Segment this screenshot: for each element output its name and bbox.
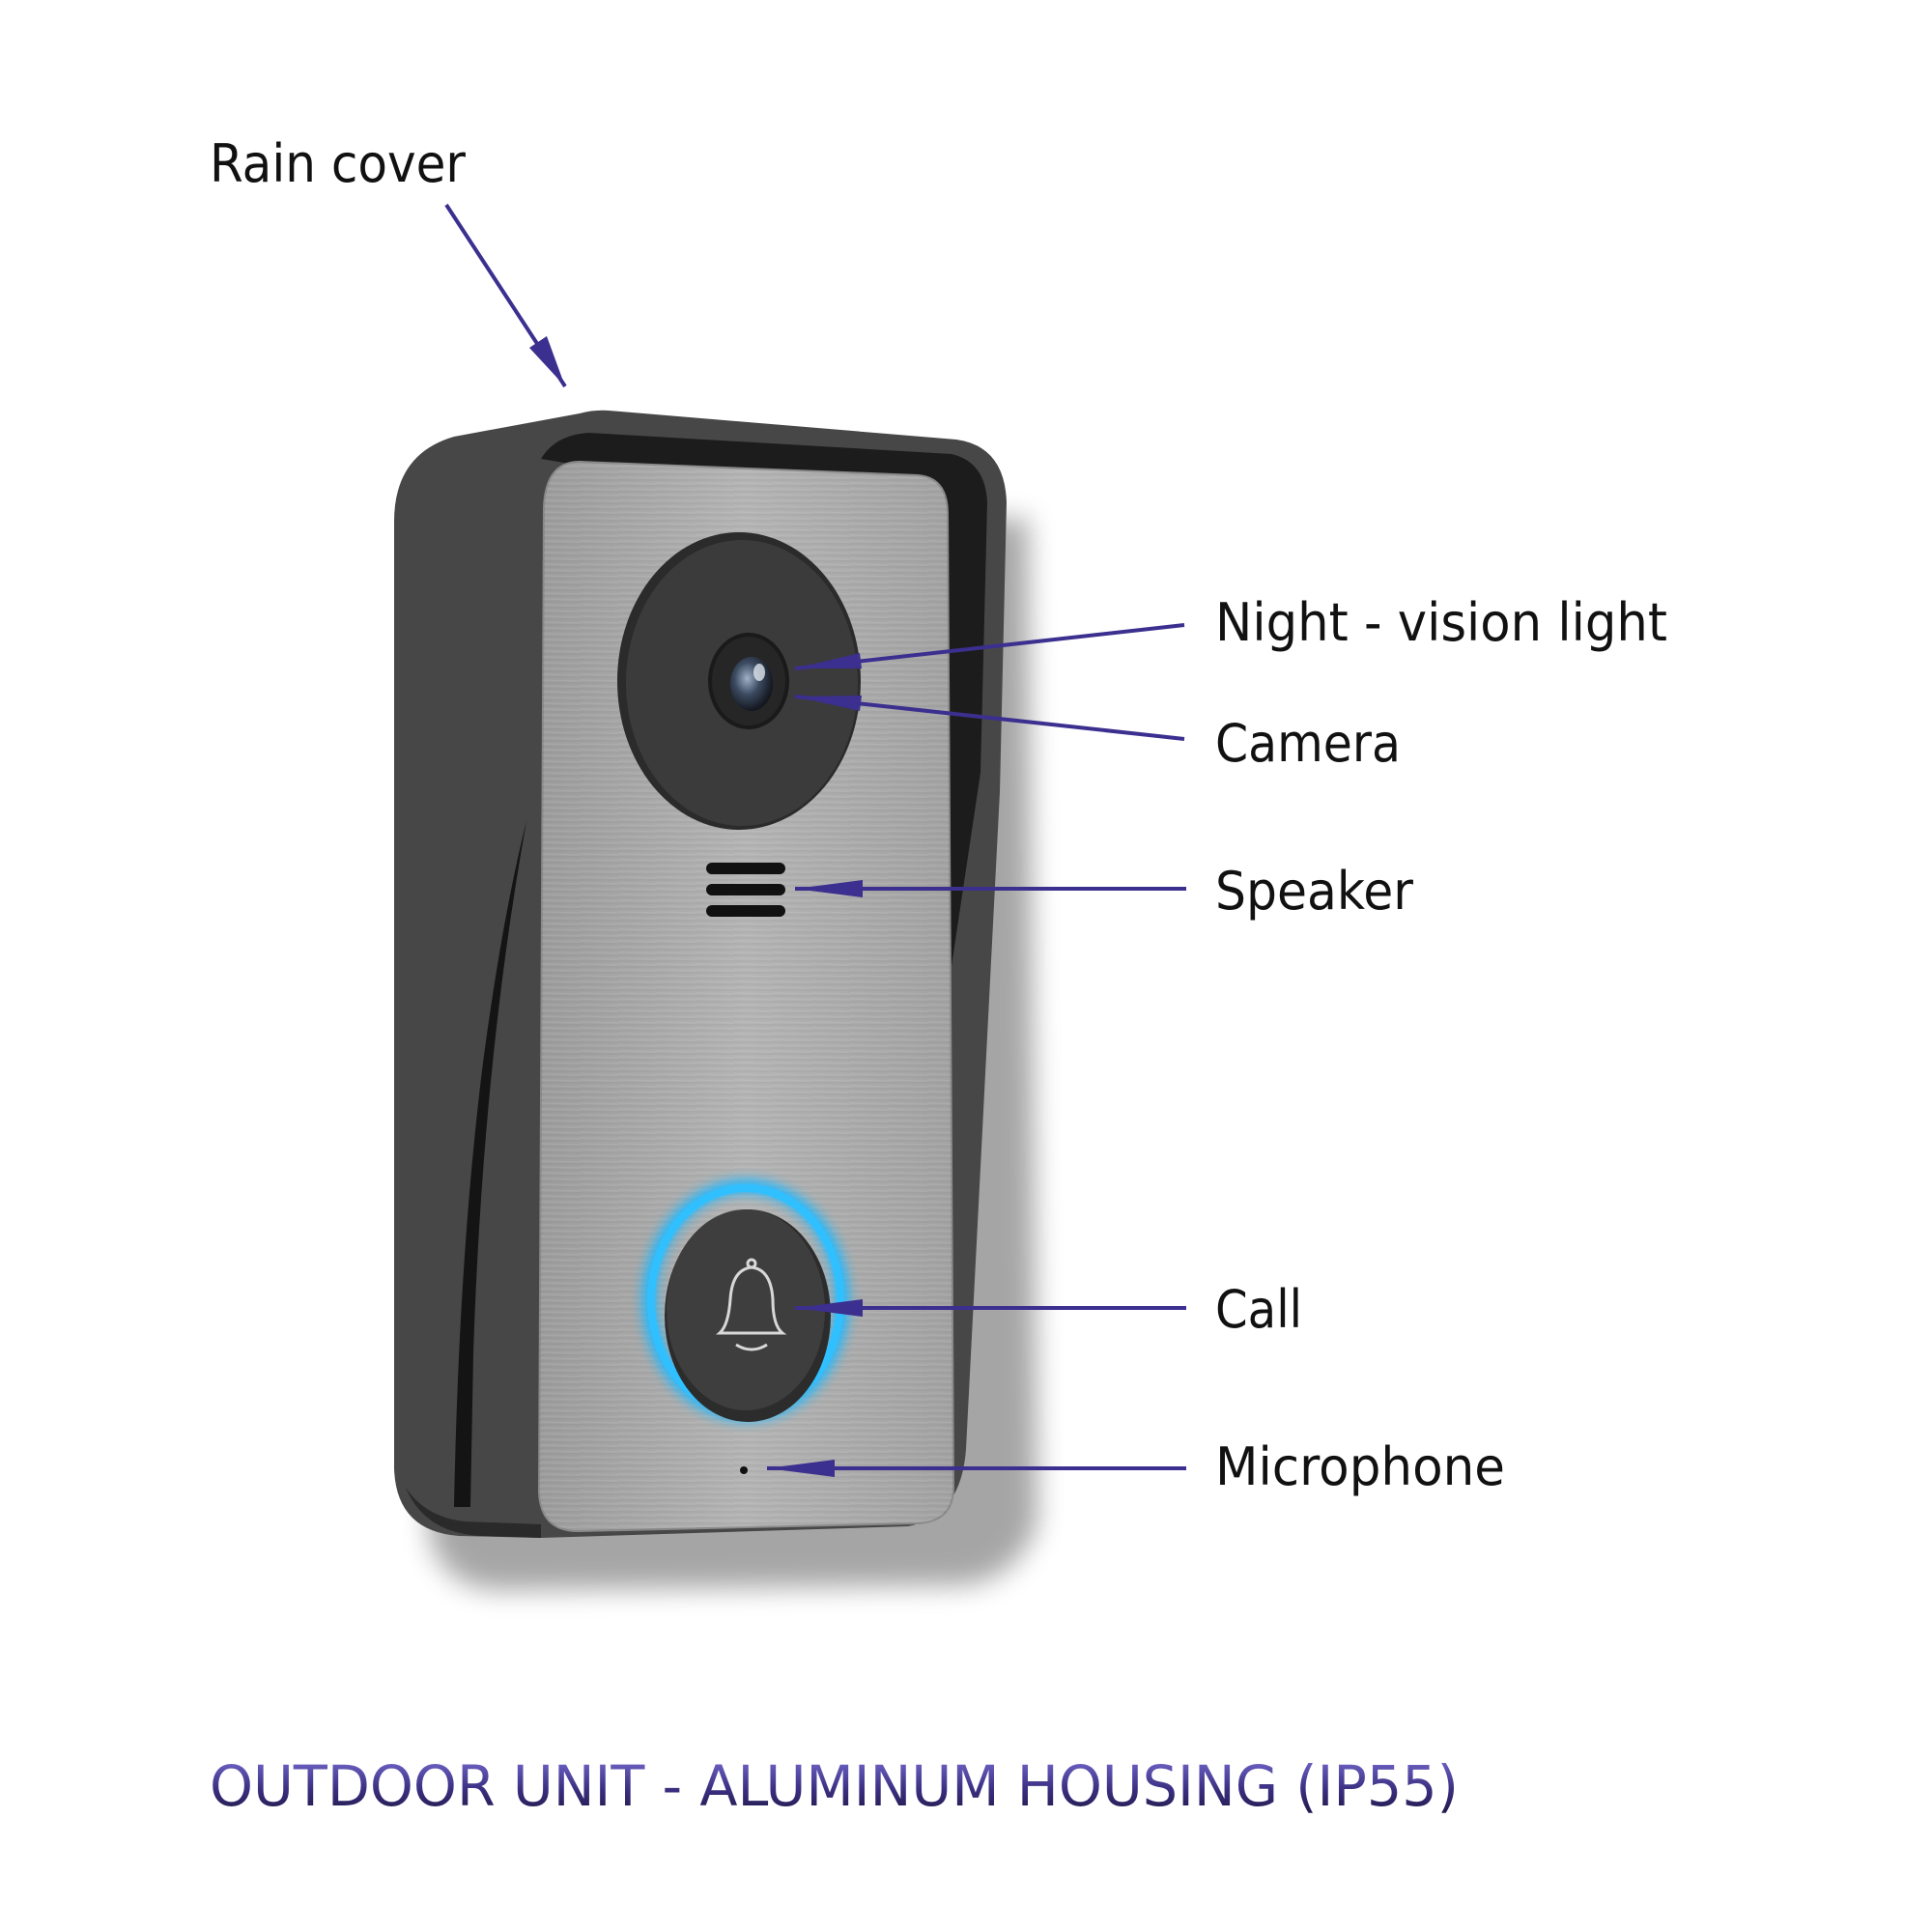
rain-cover-rim: [541, 433, 987, 966]
camera-module: [617, 532, 861, 830]
bell-icon: [716, 1258, 787, 1351]
label-microphone: Microphone: [1215, 1436, 1505, 1497]
speaker-arrow: [795, 880, 1186, 897]
housing-bottom-edge: [406, 1488, 541, 1538]
call-button[interactable]: [642, 1179, 849, 1422]
microphone-arrow: [767, 1460, 1186, 1477]
camera-arrow: [794, 695, 1185, 741]
night-vision-arrow: [794, 623, 1185, 670]
call-arrow: [795, 1299, 1186, 1317]
label-call: Call: [1215, 1279, 1302, 1340]
rain-cover-arrow: [444, 203, 567, 388]
housing-edge-shadow: [454, 821, 526, 1507]
label-rain-cover: Rain cover: [210, 133, 467, 194]
camera-lens: [730, 657, 773, 711]
label-night-vision-light: Night - vision light: [1215, 592, 1667, 653]
microphone-hole: [740, 1466, 748, 1474]
caption-title: OUTDOOR UNIT - ALUMINUM HOUSING (IP55): [210, 1753, 1459, 1819]
leader-lines: [444, 203, 1186, 1477]
label-speaker: Speaker: [1215, 861, 1414, 922]
speaker-grille: [706, 863, 785, 917]
doorbell-device: [394, 410, 1037, 1590]
label-camera: Camera: [1215, 713, 1401, 774]
